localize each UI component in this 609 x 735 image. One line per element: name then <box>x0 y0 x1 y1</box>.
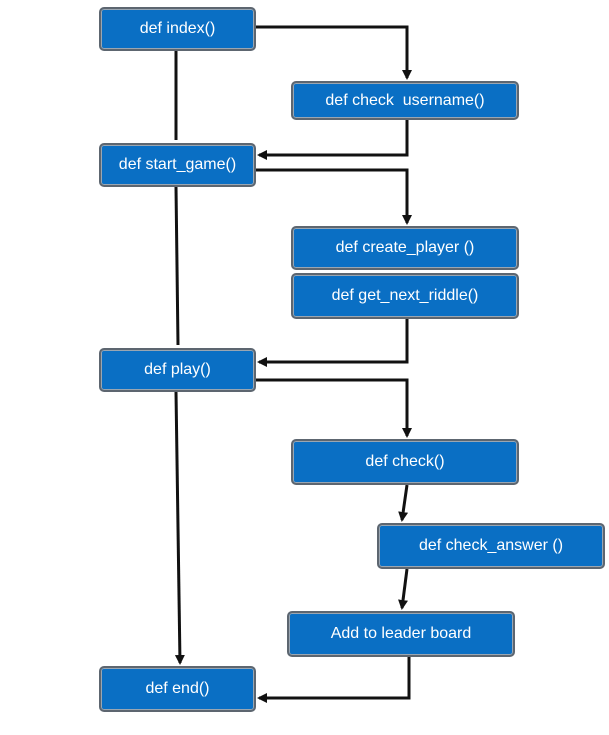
spine-to-end-arrow <box>174 391 185 665</box>
node-check: def check() <box>291 439 519 485</box>
start-game-to-create-player-arrow <box>256 168 412 225</box>
node-add-to-leader-board: Add to leader board <box>287 611 515 657</box>
node-get-next-riddle: def get_next_riddle() <box>291 273 519 319</box>
node-check-username: def check username() <box>291 81 519 120</box>
next-riddle-to-play-arrow <box>257 319 409 367</box>
play-to-check-arrow <box>256 378 412 438</box>
node-play: def play() <box>99 348 256 392</box>
check-username-to-start-game-arrow <box>257 120 409 160</box>
leader-to-end-arrow <box>257 657 411 703</box>
node-end: def end() <box>99 666 256 712</box>
check-answer-to-leader-arrow <box>398 568 409 610</box>
index-to-check-username-arrow <box>256 25 412 80</box>
check-to-check-answer-arrow <box>398 484 409 522</box>
node-index: def index() <box>99 7 256 51</box>
spine-connector <box>174 186 180 346</box>
node-create-player: def create_player () <box>291 226 519 270</box>
node-start-game: def start_game() <box>99 143 256 187</box>
node-check-answer: def check_answer () <box>377 523 605 569</box>
